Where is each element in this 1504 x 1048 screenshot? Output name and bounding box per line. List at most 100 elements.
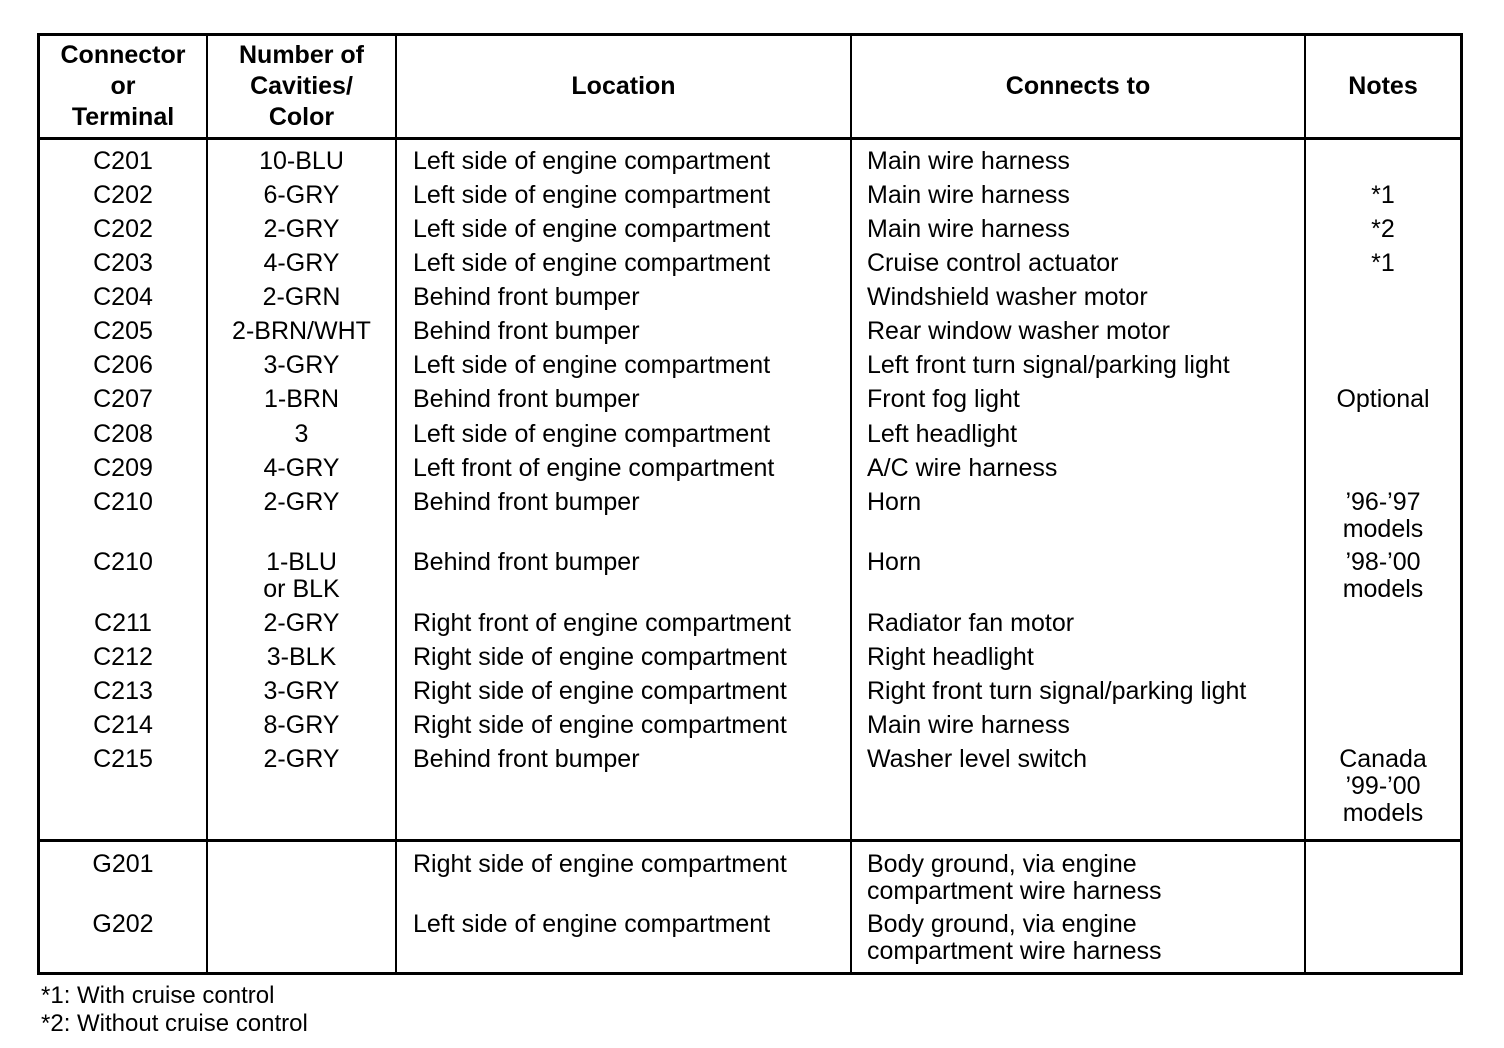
header-cavities-line: Cavities/ (250, 72, 353, 100)
location-cell: Behind front bumper (413, 745, 640, 773)
column-divider (395, 36, 397, 972)
location-cell: Right side of engine compartment (413, 850, 787, 878)
connector-cell: C211 (94, 609, 152, 637)
header-divider (40, 137, 1460, 140)
header-connects-to: Connects to (1005, 72, 1151, 100)
connector-cell: C213 (93, 677, 153, 705)
cavities-cell: 3 (294, 420, 309, 448)
notes-cell: *1 (1371, 249, 1395, 277)
location-cell: Left side of engine compartment (413, 215, 771, 243)
location-cell: Behind front bumper (413, 548, 640, 576)
connects-to-cell: A/C wire harness (867, 454, 1058, 482)
header-location: Location (571, 72, 676, 100)
location-cell: Left side of engine compartment (413, 181, 771, 209)
connects-to-cell: Washer level switch (867, 745, 1087, 773)
header-cavities: Number of Cavities/ Color (208, 36, 395, 137)
location-cell: Left front of engine compartment (413, 454, 775, 482)
notes-cell: ’96-’97 models (1342, 488, 1424, 543)
connects-to-cell: Front fog light (867, 385, 1020, 413)
location-cell: Left side of engine compartment (413, 910, 771, 938)
cavities-cell: 3-GRY (263, 351, 340, 379)
connector-cell: G201 (92, 850, 154, 878)
cavities-cell: 1-BLU or BLK (263, 548, 340, 603)
footnote: *2: Without cruise control (41, 1010, 308, 1037)
connects-to-cell: Cruise control actuator (867, 249, 1119, 277)
location-cell: Right front of engine compartment (413, 609, 791, 637)
connector-cell: C214 (93, 711, 153, 739)
header-cavities-line: Number of (239, 41, 364, 69)
connects-to-cell: Left headlight (867, 420, 1018, 448)
connector-cell: C201 (93, 147, 153, 175)
location-cell: Left side of engine compartment (413, 249, 771, 277)
cavities-cell: 2-GRY (263, 215, 340, 243)
connects-to-cell: Main wire harness (867, 147, 1070, 175)
connector-cell: G202 (92, 910, 154, 938)
location-cell: Behind front bumper (413, 488, 640, 516)
column-divider (206, 36, 208, 972)
cavities-cell: 2-BRN/WHT (232, 317, 371, 345)
connector-cell: C209 (93, 454, 153, 482)
cavities-cell: 10-BLU (259, 147, 344, 175)
connects-to-cell: Main wire harness (867, 181, 1070, 209)
connector-cell: C202 (93, 181, 153, 209)
column-divider (850, 36, 852, 972)
header-connector-line: Terminal (71, 103, 175, 131)
connects-to-cell: Radiator fan motor (867, 609, 1075, 637)
notes-cell: ’98-’00 models (1342, 548, 1424, 603)
location-cell: Right side of engine compartment (413, 677, 787, 705)
connector-cell: C205 (93, 317, 153, 345)
connector-cell: C215 (93, 745, 153, 773)
connects-to-cell: Main wire harness (867, 215, 1070, 243)
connector-cell: C212 (93, 643, 153, 671)
notes-cell: Canada ’99-’00 models (1339, 745, 1427, 827)
cavities-cell: 3-GRY (263, 677, 340, 705)
cavities-cell: 4-GRY (263, 249, 340, 277)
connector-cell: C204 (93, 283, 153, 311)
connects-to-cell: Horn (867, 488, 922, 516)
connector-cell: C203 (93, 249, 153, 277)
header-cavities-line: Color (268, 103, 335, 131)
cavities-cell: 2-GRY (263, 488, 340, 516)
connects-to-cell: Right front turn signal/parking light (867, 677, 1247, 705)
location-cell: Left side of engine compartment (413, 351, 771, 379)
cavities-cell: 2-GRN (262, 283, 341, 311)
connects-to-cell: Body ground, via engine compartment wire… (867, 910, 1162, 965)
cavities-cell: 4-GRY (263, 454, 340, 482)
header-notes: Notes (1348, 72, 1418, 100)
connector-cell: C206 (93, 351, 153, 379)
connects-to-cell: Rear window washer motor (867, 317, 1170, 345)
connector-cell: C208 (93, 420, 153, 448)
notes-cell: *2 (1371, 215, 1395, 243)
footnote: *1: With cruise control (41, 982, 275, 1009)
connects-to-cell: Main wire harness (867, 711, 1070, 739)
connects-to-cell: Body ground, via engine compartment wire… (867, 850, 1162, 905)
cavities-cell: 6-GRY (263, 181, 340, 209)
column-divider (1304, 36, 1306, 972)
location-cell: Behind front bumper (413, 385, 640, 413)
location-cell: Behind front bumper (413, 317, 640, 345)
header-connector-line: Connector (60, 41, 186, 69)
header-connector: Connector or Terminal (40, 36, 206, 137)
connects-to-cell: Windshield washer motor (867, 283, 1148, 311)
location-cell: Left side of engine compartment (413, 147, 771, 175)
connects-to-cell: Right headlight (867, 643, 1034, 671)
cavities-cell: 2-GRY (263, 609, 340, 637)
connector-cell: C210 (93, 488, 153, 516)
location-cell: Behind front bumper (413, 283, 640, 311)
connector-cell: C207 (93, 385, 153, 413)
cavities-cell: 1-BRN (263, 385, 339, 413)
connector-cell: C202 (93, 215, 153, 243)
connects-to-cell: Left front turn signal/parking light (867, 351, 1230, 379)
cavities-cell: 2-GRY (263, 745, 340, 773)
connector-cell: C210 (93, 548, 153, 576)
cavities-cell: 8-GRY (263, 711, 340, 739)
notes-cell: *1 (1371, 181, 1395, 209)
cavities-cell: 3-BLK (266, 643, 337, 671)
connector-table: Connector or Terminal Number of Cavities… (37, 33, 1463, 975)
location-cell: Right side of engine compartment (413, 711, 787, 739)
section-divider (40, 839, 1460, 842)
header-connector-line: or (110, 72, 136, 100)
connects-to-cell: Horn (867, 548, 922, 576)
location-cell: Right side of engine compartment (413, 643, 787, 671)
notes-cell: Optional (1336, 385, 1430, 413)
